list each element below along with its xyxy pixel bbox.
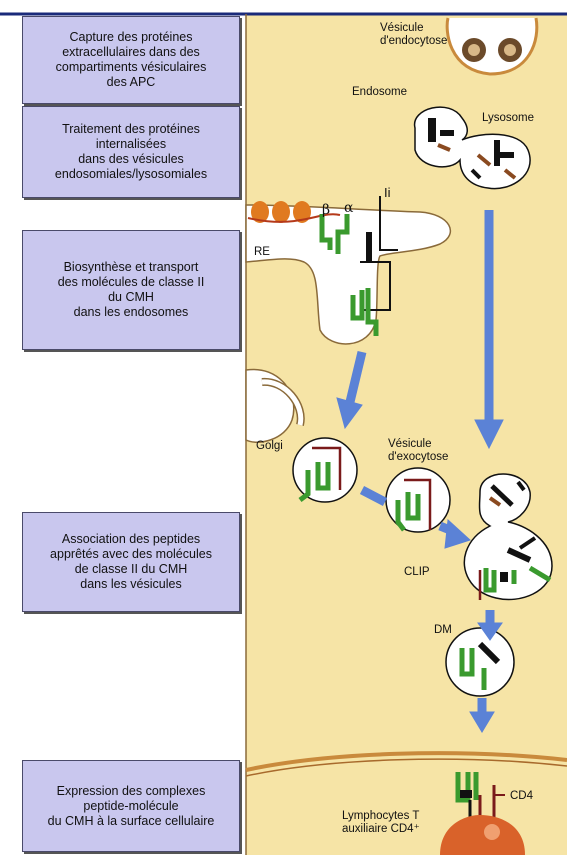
t-cell bbox=[440, 815, 525, 855]
label-clip: CLIP bbox=[404, 566, 430, 578]
t-cell-highlight bbox=[484, 824, 500, 840]
mhc-chains-er bbox=[319, 196, 398, 262]
label-beta: β bbox=[322, 202, 331, 218]
stage-processing: Traitement des protéines internalisées d… bbox=[22, 106, 240, 198]
stage-expression: Expression des complexes peptide-molécul… bbox=[22, 760, 240, 852]
exocytosis-vesicle bbox=[385, 467, 451, 533]
label-alpha: α bbox=[344, 200, 354, 216]
stage-association: Association des peptides apprêtés avec d… bbox=[22, 512, 240, 612]
label-invariant-chain: Ii bbox=[384, 185, 391, 200]
label-endocytosis-vesicle: Vésicule d'endocytose bbox=[380, 22, 448, 47]
fusion-compartment bbox=[463, 473, 553, 601]
label-er: RE bbox=[254, 246, 270, 258]
label-exocytosis-vesicle: Vésicule d'exocytose bbox=[388, 438, 449, 463]
golgi-vesicle bbox=[292, 437, 358, 503]
label-endosome: Endosome bbox=[352, 86, 407, 98]
plasma-membrane bbox=[245, 751, 567, 772]
plasma-membrane-inner bbox=[245, 758, 567, 777]
stage-biosynthesis: Biosynthèse et transport des molécules d… bbox=[22, 230, 240, 350]
dm-vesicle bbox=[445, 627, 515, 697]
label-dm: DM bbox=[434, 624, 452, 636]
label-lysosome: Lysosome bbox=[482, 112, 534, 124]
antigen-particles bbox=[462, 38, 522, 62]
endosome-lysosome bbox=[414, 106, 531, 190]
flow-arrows bbox=[336, 210, 504, 733]
mhc-ii-ii-complex-er bbox=[350, 261, 391, 336]
stage-capture: Capture des protéines extracellulaires d… bbox=[22, 16, 240, 104]
label-cd4: CD4 bbox=[510, 790, 534, 802]
label-golgi: Golgi bbox=[256, 440, 283, 452]
ribosomes bbox=[247, 201, 341, 223]
golgi-apparatus bbox=[245, 368, 305, 443]
endoplasmic-reticulum bbox=[245, 204, 452, 345]
label-t-cell: Lymphocytes T auxiliaire CD4⁺ bbox=[342, 810, 420, 835]
surface-mhc-complex bbox=[455, 772, 505, 830]
